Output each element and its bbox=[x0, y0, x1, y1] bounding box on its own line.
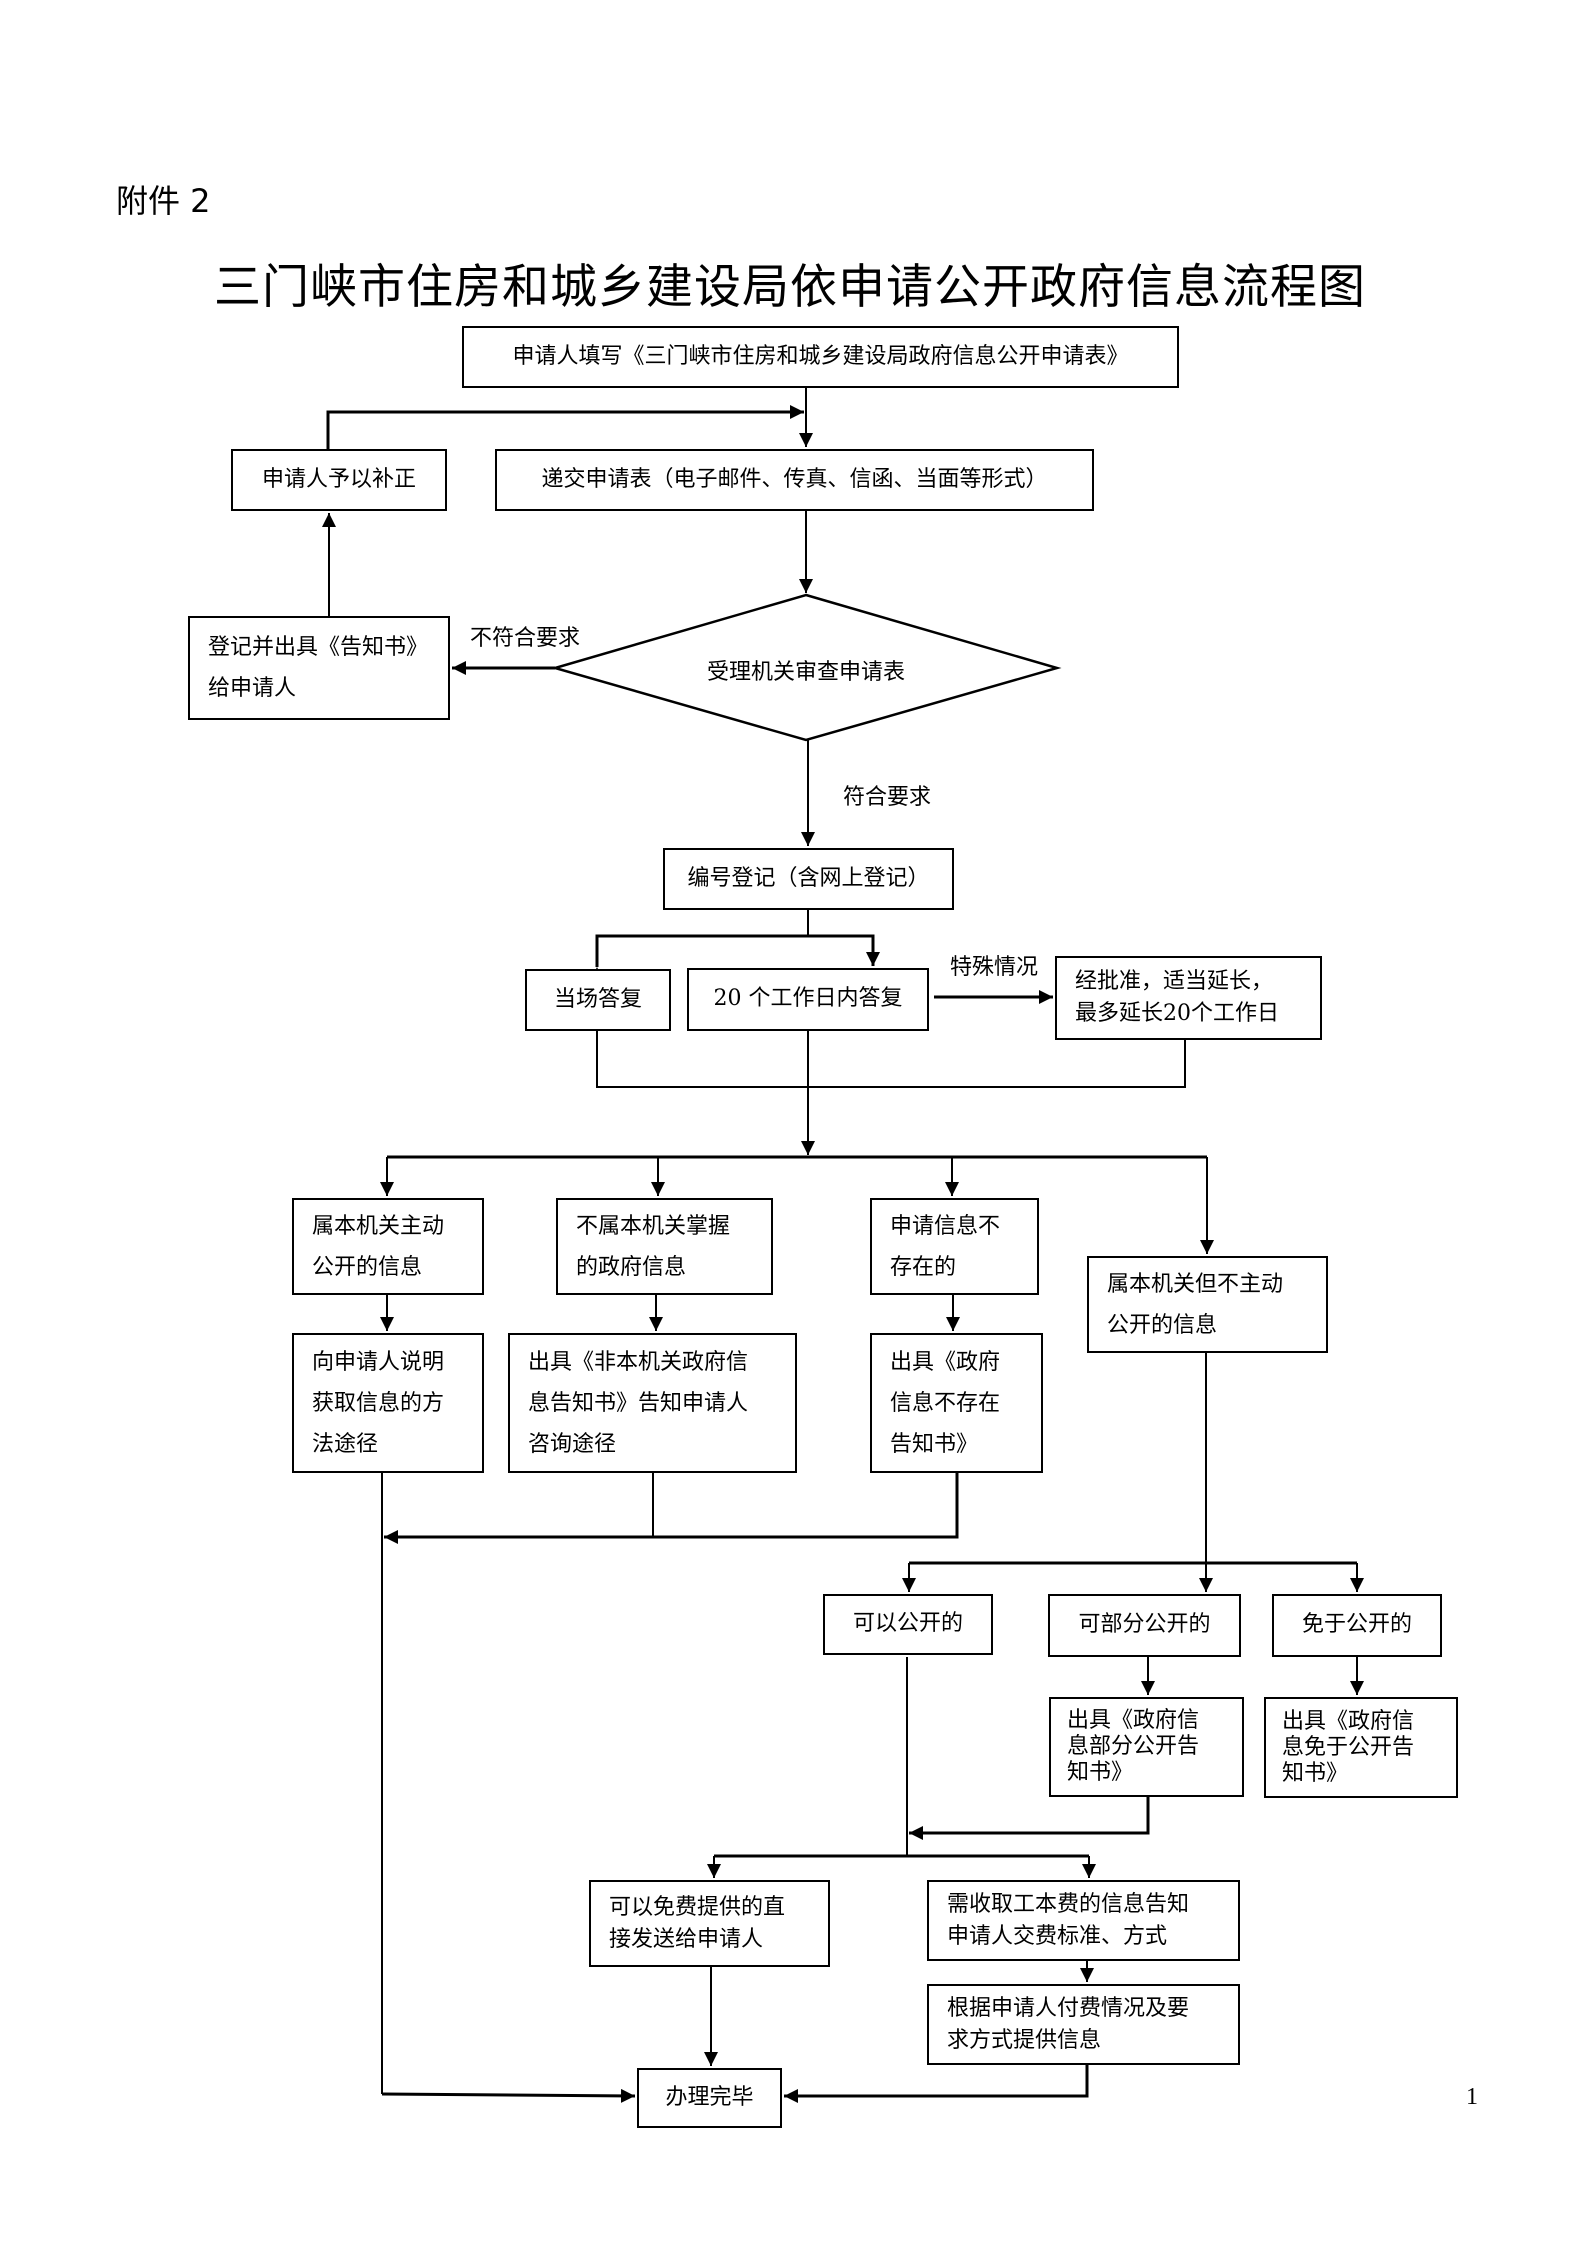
node-act-not-exist: 出具《政府 信息不存在 告知书》 bbox=[870, 1333, 1043, 1473]
node-cat-not-active: 属本机关但不主动 公开的信息 bbox=[1087, 1256, 1328, 1353]
edge-provide-to-done bbox=[784, 2065, 1089, 2103]
page-number: 1 bbox=[1466, 2084, 1478, 2110]
line: 公开的信息 bbox=[1107, 1312, 1218, 1338]
line: 存在的 bbox=[890, 1254, 957, 1280]
node-cat-not-held: 不属本机关掌握 的政府信息 bbox=[556, 1198, 773, 1295]
edge-split-onsite bbox=[590, 934, 880, 981]
line: 出具《政府信 bbox=[1067, 1708, 1200, 1733]
line: 息免于公开告 bbox=[1282, 1734, 1415, 1760]
node-register: 编号登记（含网上登记） bbox=[663, 848, 954, 910]
line: 给申请人 bbox=[208, 676, 297, 701]
node-can-disclose-text: 可以公开的 bbox=[852, 1611, 963, 1637]
node-can-disclose: 可以公开的 bbox=[823, 1594, 993, 1655]
line: 申请信息不 bbox=[890, 1213, 1001, 1239]
line: 息部分公开告 bbox=[1067, 1734, 1200, 1759]
edge-label-special: 特殊情况 bbox=[950, 955, 1039, 980]
node-provide-after-fee: 根据申请人付费情况及要 求方式提供信息 bbox=[927, 1984, 1240, 2065]
node-cat-public: 属本机关主动 公开的信息 bbox=[292, 1198, 484, 1295]
node-partial-disclose-text: 可部分公开的 bbox=[1078, 1612, 1211, 1638]
line: 最多延长20个工作日 bbox=[1075, 1001, 1279, 1026]
node-exempt-notice: 出具《政府信 息免于公开告 知书》 bbox=[1264, 1697, 1458, 1798]
edge-supplement-to-submit bbox=[326, 405, 804, 449]
line: 获取信息的方 bbox=[312, 1390, 445, 1416]
node-act-public: 向申请人说明 获取信息的方 法途径 bbox=[292, 1333, 484, 1473]
node-exempt: 免于公开的 bbox=[1272, 1594, 1442, 1657]
node-partial-disclose: 可部分公开的 bbox=[1048, 1594, 1241, 1657]
node-done: 办理完毕 bbox=[637, 2068, 782, 2128]
line: 出具《政府 bbox=[890, 1349, 1001, 1375]
edge-act-merge-left bbox=[384, 1473, 959, 1544]
node-free-send: 可以免费提供的直 接发送给申请人 bbox=[589, 1880, 830, 1967]
line: 属本机关但不主动 bbox=[1107, 1271, 1284, 1297]
line: 需收取工本费的信息告知 bbox=[947, 1891, 1190, 1917]
line: 的政府信息 bbox=[576, 1254, 687, 1280]
line: 出具《非本机关政府信 bbox=[528, 1349, 749, 1375]
edge-merge-replies bbox=[596, 1031, 1186, 1088]
node-act-not-held: 出具《非本机关政府信 息告知书》告知申请人 咨询途径 bbox=[508, 1333, 797, 1473]
line: 咨询途径 bbox=[528, 1431, 617, 1457]
node-extension: 经批准，适当延长， 最多延长20个工作日 bbox=[1055, 956, 1322, 1040]
edge-label-meet: 符合要求 bbox=[843, 785, 932, 810]
node-register-text: 编号登记（含网上登记） bbox=[687, 865, 930, 891]
node-supplement: 申请人予以补正 bbox=[231, 449, 447, 511]
line: 公开的信息 bbox=[312, 1254, 423, 1280]
line: 可以免费提供的直 bbox=[609, 1894, 786, 1920]
line: 信息不存在 bbox=[890, 1390, 1001, 1416]
edge-label-not-meet: 不符合要求 bbox=[470, 626, 581, 651]
node-reply-20days: 20 个工作日内答复 bbox=[687, 968, 929, 1031]
line: 不属本机关掌握 bbox=[576, 1213, 731, 1239]
line: 接发送给申请人 bbox=[609, 1926, 764, 1952]
page-title: 三门峡市住房和城乡建设局依申请公开政府信息流程图 bbox=[214, 260, 1366, 315]
line: 知书》 bbox=[1282, 1760, 1349, 1786]
node-submit-text: 递交申请表（电子邮件、传真、信函、当面等形式） bbox=[541, 466, 1048, 492]
line: 出具《政府信 bbox=[1282, 1708, 1415, 1734]
node-reply-onsite-text: 当场答复 bbox=[553, 986, 642, 1012]
line: 息告知书》告知申请人 bbox=[528, 1390, 749, 1416]
node-cat-not-exist: 申请信息不 存在的 bbox=[870, 1198, 1039, 1295]
review-diamond bbox=[550, 593, 1062, 742]
node-reply-20days-text: 20 个工作日内答复 bbox=[713, 986, 903, 1012]
line: 登记并出具《告知书》 bbox=[208, 635, 429, 660]
line: 根据申请人付费情况及要 bbox=[947, 1995, 1190, 2021]
node-submit: 递交申请表（电子邮件、传真、信函、当面等形式） bbox=[495, 449, 1094, 511]
node-done-text: 办理完毕 bbox=[665, 2084, 754, 2110]
line: 申请人交费标准、方式 bbox=[947, 1923, 1168, 1949]
line: 属本机关主动 bbox=[312, 1213, 445, 1239]
edge-left-to-done bbox=[381, 2088, 636, 2103]
node-notice-register: 登记并出具《告知书》 给申请人 bbox=[188, 616, 450, 720]
line: 向申请人说明 bbox=[312, 1349, 445, 1375]
node-fee-notice: 需收取工本费的信息告知 申请人交费标准、方式 bbox=[927, 1880, 1240, 1961]
line: 求方式提供信息 bbox=[947, 2027, 1102, 2053]
line: 经批准，适当延长， bbox=[1075, 969, 1274, 994]
node-fill-form: 申请人填写《三门峡市住房和城乡建设局政府信息公开申请表》 bbox=[462, 326, 1179, 388]
line: 告知书》 bbox=[890, 1431, 979, 1457]
attachment-label: 附件 2 bbox=[116, 182, 211, 220]
node-fill-form-text: 申请人填写《三门峡市住房和城乡建设局政府信息公开申请表》 bbox=[512, 343, 1129, 369]
edge-partial-merge bbox=[909, 1797, 1150, 1840]
node-supplement-text: 申请人予以补正 bbox=[261, 466, 416, 492]
node-reply-onsite: 当场答复 bbox=[525, 969, 671, 1031]
line: 知书》 bbox=[1067, 1760, 1134, 1785]
line: 法途径 bbox=[312, 1431, 379, 1457]
node-review-text: 受理机关审查申请表 bbox=[707, 660, 906, 685]
node-partial-notice: 出具《政府信 息部分公开告 知书》 bbox=[1049, 1697, 1244, 1797]
node-exempt-text: 免于公开的 bbox=[1301, 1612, 1412, 1638]
